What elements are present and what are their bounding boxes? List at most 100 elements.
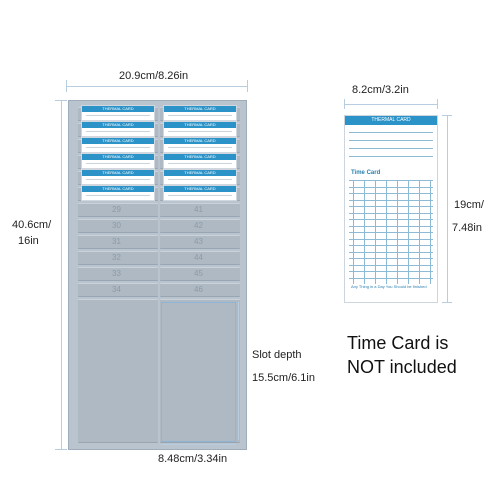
thermal-time-card: THERMAL CARD Time Card Any Thing in a Da… — [344, 115, 438, 303]
slot-number: 46 — [194, 285, 203, 294]
card-line — [168, 195, 232, 196]
grid-row-line — [349, 186, 433, 188]
grid-row-line — [349, 264, 433, 266]
rack-slot: 41 — [160, 203, 240, 217]
card-band: THERMAL CARD — [164, 170, 236, 176]
grid-row-line — [349, 245, 433, 246]
grid-row-line — [349, 258, 433, 259]
slot-number: 44 — [194, 253, 203, 262]
rack-width-line — [66, 86, 248, 87]
slot-number: 33 — [112, 269, 121, 278]
rack-slot: 46 — [160, 283, 240, 297]
grid-column-line — [364, 180, 365, 284]
slot-number: 43 — [194, 237, 203, 246]
card-width-line — [344, 104, 438, 105]
time-card-rack: 232425262728293031323334THERMAL CARDTHER… — [68, 100, 247, 450]
rack-slot: 33 — [78, 267, 158, 281]
grid-column-line — [430, 180, 431, 284]
card-line — [86, 163, 150, 164]
grid-column-line — [353, 180, 354, 284]
slot-number: 31 — [112, 237, 121, 246]
slot-depth-line — [238, 302, 239, 440]
slot-number: 32 — [112, 253, 121, 262]
thermal-card-in-slot: THERMAL CARD — [163, 137, 237, 153]
card-line — [86, 115, 150, 116]
thermal-card-in-slot: THERMAL CARD — [163, 105, 237, 121]
grid-column-line — [397, 180, 398, 284]
rack-height-label-1: 40.6cm/ — [12, 219, 52, 231]
grid-row-line — [349, 277, 433, 279]
rack-column-right: 353637383940414243444546THERMAL CARDTHER… — [160, 105, 240, 443]
grid-row-line — [349, 251, 433, 253]
rack-slot: 30 — [78, 219, 158, 233]
grid-column-line — [375, 180, 376, 284]
grid-row-line — [349, 271, 433, 272]
card-line — [86, 147, 150, 148]
card-height-label-2: 7.48in — [452, 222, 482, 234]
card-line — [168, 115, 232, 116]
grid-row-line — [349, 212, 433, 214]
grid-row-line — [349, 219, 433, 220]
grid-row-line — [349, 225, 433, 227]
rack-pocket — [160, 299, 240, 443]
slot-number: 45 — [194, 269, 203, 278]
slot-number: 29 — [112, 205, 121, 214]
rack-width-tick-right — [247, 80, 248, 92]
rack-slot: 31 — [78, 235, 158, 249]
card-field-line — [349, 156, 433, 157]
card-height-tick-top — [442, 115, 452, 116]
thermal-card-in-slot: THERMAL CARD — [81, 105, 155, 121]
card-line — [168, 179, 232, 180]
grid-column-line — [386, 180, 387, 284]
rack-width-label: 20.9cm/8.26in — [119, 70, 189, 82]
not-included-note-line2: NOT included — [347, 357, 457, 377]
card-line — [86, 195, 150, 196]
rack-slot: 29 — [78, 203, 158, 217]
thermal-card-in-slot: THERMAL CARD — [163, 169, 237, 185]
slot-number: 41 — [194, 205, 203, 214]
card-height-tick-bottom — [442, 302, 452, 303]
grid-row-line — [349, 199, 433, 201]
card-band: THERMAL CARD — [164, 106, 236, 112]
rack-width-tick-left — [66, 80, 67, 92]
thermal-card-in-slot: THERMAL CARD — [81, 169, 155, 185]
card-line — [168, 163, 232, 164]
card-band: THERMAL CARD — [164, 138, 236, 144]
slot-number: 34 — [112, 285, 121, 294]
grid-row-line — [349, 193, 433, 194]
rack-slot: 43 — [160, 235, 240, 249]
card-band: THERMAL CARD — [164, 186, 236, 192]
card-field-line — [349, 132, 433, 133]
card-width-tick-left — [344, 99, 345, 109]
rack-height-line — [61, 100, 62, 450]
card-line — [86, 131, 150, 132]
card-width-label: 8.2cm/3.2in — [352, 84, 409, 96]
rack-height-tick-bottom — [55, 449, 67, 450]
thermal-card-in-slot: THERMAL CARD — [81, 153, 155, 169]
rack-pocket — [78, 299, 158, 443]
card-field-line — [349, 148, 433, 149]
slot-depth-box — [161, 302, 236, 442]
rack-column-left: 232425262728293031323334THERMAL CARDTHER… — [78, 105, 158, 443]
rack-slot: 44 — [160, 251, 240, 265]
time-card-title: Time Card — [351, 170, 381, 176]
grid-row-line — [349, 180, 433, 181]
grid-row-line — [349, 232, 433, 233]
card-band: THERMAL CARD — [82, 122, 154, 128]
card-height-label-1: 19cm/ — [454, 199, 484, 211]
slot-depth-label: Slot depth — [252, 349, 302, 361]
thermal-card-header: THERMAL CARD — [345, 116, 437, 125]
slot-width-line — [161, 444, 235, 445]
card-line — [86, 179, 150, 180]
slot-width-label: 8.48cm/3.34in — [158, 453, 228, 465]
thermal-card-in-slot: THERMAL CARD — [81, 185, 155, 201]
card-height-line — [447, 115, 448, 303]
rack-slot: 42 — [160, 219, 240, 233]
thermal-card-footer: Any Thing in a Day You Should be finishe… — [351, 284, 427, 289]
card-width-tick-right — [437, 99, 438, 109]
card-band: THERMAL CARD — [164, 122, 236, 128]
rack-slot: 34 — [78, 283, 158, 297]
thermal-card-in-slot: THERMAL CARD — [163, 185, 237, 201]
card-line — [168, 131, 232, 132]
not-included-note-line1: Time Card is — [347, 333, 449, 353]
